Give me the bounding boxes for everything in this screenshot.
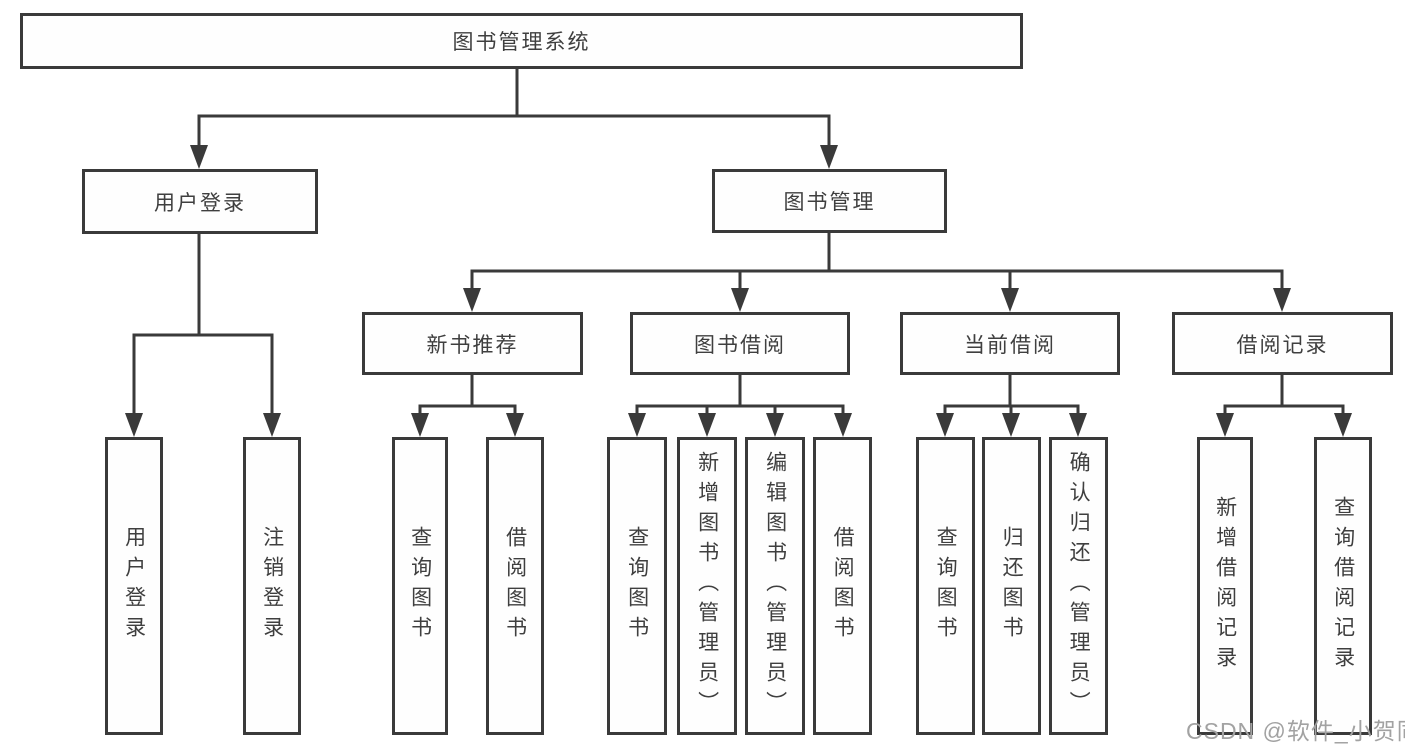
leaf-label: 注销登录 — [260, 526, 284, 646]
leaf-borrow-book-1: 借阅图书 — [486, 437, 544, 735]
leaf-user-login: 用户登录 — [105, 437, 163, 735]
node-root: 图书管理系统 — [20, 13, 1023, 69]
arrowhead-icon — [698, 413, 716, 437]
node-book-management: 图书管理 — [712, 169, 947, 233]
leaf-label: 新增借阅记录 — [1213, 496, 1237, 676]
arrowhead-icon — [1216, 413, 1234, 437]
leaf-query-borrow-record: 查询借阅记录 — [1314, 437, 1372, 735]
connector — [463, 231, 1291, 312]
connector — [936, 373, 1087, 437]
leaf-confirm-return-admin: 确认归还（管理员） — [1049, 437, 1108, 735]
arrowhead-icon — [834, 413, 852, 437]
connector — [125, 232, 281, 437]
arrowhead-icon — [628, 413, 646, 437]
node-label: 图书借阅 — [694, 333, 786, 357]
arrowhead-icon — [936, 413, 954, 437]
leaf-label: 借阅图书 — [831, 526, 855, 646]
arrowhead-icon — [766, 413, 784, 437]
connector — [628, 373, 852, 437]
leaf-label: 用户登录 — [122, 526, 146, 646]
arrowhead-icon — [411, 413, 429, 437]
connector — [411, 373, 524, 437]
arrowhead-icon — [1334, 413, 1352, 437]
arrowhead-icon — [190, 145, 208, 169]
connector — [190, 67, 838, 169]
node-user-login: 用户登录 — [82, 169, 318, 234]
leaf-label: 确认归还（管理员） — [1067, 451, 1091, 721]
arrowhead-icon — [731, 288, 749, 312]
arrowhead-icon — [1001, 288, 1019, 312]
leaf-add-book-admin: 新增图书（管理员） — [677, 437, 737, 735]
node-new-book-recommend: 新书推荐 — [362, 312, 583, 375]
arrowhead-icon — [1002, 413, 1020, 437]
node-label: 借阅记录 — [1236, 333, 1329, 357]
arrowhead-icon — [1069, 413, 1087, 437]
node-label: 当前借阅 — [964, 333, 1056, 357]
leaf-query-book-1: 查询图书 — [392, 437, 448, 735]
node-book-borrow: 图书借阅 — [630, 312, 850, 375]
arrowhead-icon — [125, 413, 143, 437]
csdn-watermark: CSDN @软件_小贺同学 — [1186, 718, 1405, 744]
leaf-label: 新增图书（管理员） — [695, 451, 719, 721]
leaf-return-book: 归还图书 — [982, 437, 1041, 735]
arrowhead-icon — [263, 413, 281, 437]
leaf-borrow-book-2: 借阅图书 — [813, 437, 872, 735]
leaf-label: 查询图书 — [625, 526, 649, 646]
leaf-logout: 注销登录 — [243, 437, 301, 735]
arrowhead-icon — [463, 288, 481, 312]
leaf-label: 归还图书 — [1000, 526, 1024, 646]
leaf-label: 借阅图书 — [503, 526, 527, 646]
leaf-label: 查询图书 — [408, 526, 432, 646]
leaf-label: 查询借阅记录 — [1331, 496, 1355, 676]
node-current-borrow: 当前借阅 — [900, 312, 1120, 375]
node-label: 图书管理系统 — [452, 31, 591, 54]
connector — [1216, 373, 1352, 437]
node-label: 图书管理 — [783, 191, 876, 214]
node-label: 新书推荐 — [426, 333, 519, 357]
node-borrow-record: 借阅记录 — [1172, 312, 1393, 375]
arrowhead-icon — [820, 145, 838, 169]
arrowhead-icon — [1273, 288, 1291, 312]
leaf-add-borrow-record: 新增借阅记录 — [1197, 437, 1253, 735]
leaf-label: 查询图书 — [934, 526, 958, 646]
leaf-edit-book-admin: 编辑图书（管理员） — [745, 437, 805, 735]
leaf-label: 编辑图书（管理员） — [763, 451, 787, 721]
leaf-query-book-3: 查询图书 — [916, 437, 975, 735]
leaf-query-book-2: 查询图书 — [607, 437, 667, 735]
node-label: 用户登录 — [154, 191, 246, 215]
arrowhead-icon — [506, 413, 524, 437]
